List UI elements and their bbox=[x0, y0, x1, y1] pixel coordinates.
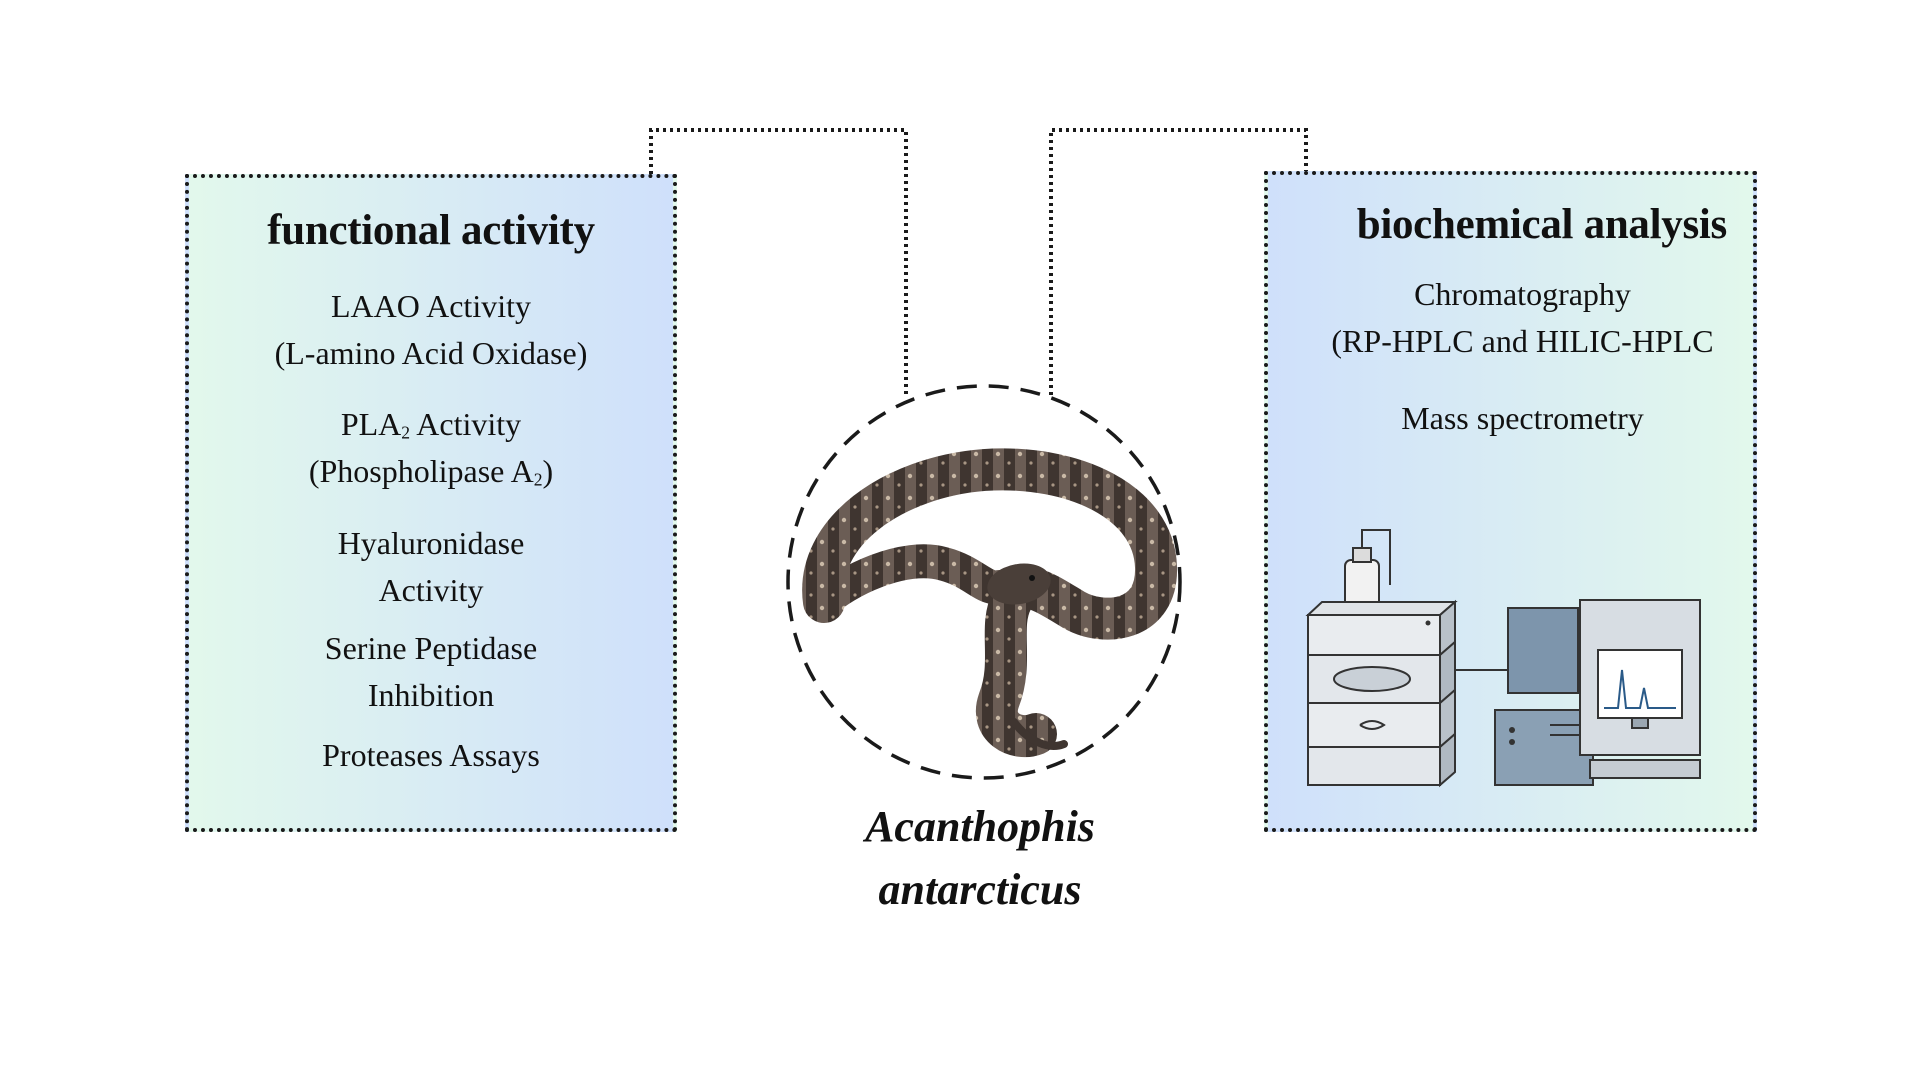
snake-photo-icon bbox=[786, 384, 1182, 780]
serine-line1: Serine Peptidase bbox=[324, 630, 538, 666]
pla2-activity-item: PLA2 Activity (Phospholipase A2) bbox=[189, 401, 673, 495]
solvent-bottle-icon bbox=[1344, 529, 1391, 611]
snake-body-inner bbox=[807, 544, 1016, 619]
snake-head bbox=[987, 563, 1051, 605]
pla2-line1: PLA2 Activity bbox=[340, 406, 522, 443]
chromatography-line1: Chromatography bbox=[1414, 276, 1631, 312]
snake-tail bbox=[1010, 718, 1068, 750]
serine-line2: Inhibition bbox=[367, 677, 495, 713]
mass-spectrometry-item: Mass spectrometry bbox=[1280, 395, 1765, 442]
laao-line2: (L-amino Acid Oxidase) bbox=[274, 335, 588, 371]
functional-activity-title: functional activity bbox=[267, 207, 595, 254]
proteases-line1: Proteases Assays bbox=[322, 737, 540, 773]
hplc-stack-icon bbox=[1305, 599, 1458, 788]
laao-activity-item: LAAO Activity (L-amino Acid Oxidase) bbox=[189, 283, 673, 377]
snake-body bbox=[802, 448, 1177, 758]
hyaluronidase-line1: Hyaluronidase bbox=[337, 525, 525, 561]
species-epithet: antarcticus bbox=[878, 865, 1082, 914]
functional-activity-panel: functional activity LAAO Activity (L-ami… bbox=[185, 174, 677, 832]
species-genus: Acanthophis bbox=[865, 802, 1095, 851]
mass-spectrometry-line1: Mass spectrometry bbox=[1401, 400, 1644, 436]
dashed-circle bbox=[786, 384, 1182, 780]
chromatography-item: Chromatography (RP-HPLC and HILIC-HPLC bbox=[1280, 271, 1765, 365]
hyaluronidase-activity-item: Hyaluronidase Activity bbox=[189, 520, 673, 614]
mass-spectrometer-icon bbox=[1494, 607, 1594, 786]
hplc-instrument-icon bbox=[1305, 529, 1701, 788]
species-name: Acanthophis antarcticus bbox=[820, 795, 1140, 921]
laao-line1: LAAO Activity bbox=[331, 288, 531, 324]
pla2-line2: (Phospholipase A2) bbox=[308, 453, 554, 490]
computer-chromatogram-icon bbox=[1579, 599, 1701, 779]
connector-left bbox=[649, 128, 908, 395]
biochemical-analysis-title: biochemical analysis bbox=[1356, 201, 1728, 248]
chromatography-line2: (RP-HPLC and HILIC-HPLC bbox=[1331, 323, 1714, 359]
proteases-assays-item: Proteases Assays bbox=[189, 732, 673, 779]
hyaluronidase-line2: Activity bbox=[378, 572, 484, 608]
serine-peptidase-item: Serine Peptidase Inhibition bbox=[189, 625, 673, 719]
connector-right bbox=[1049, 128, 1308, 395]
